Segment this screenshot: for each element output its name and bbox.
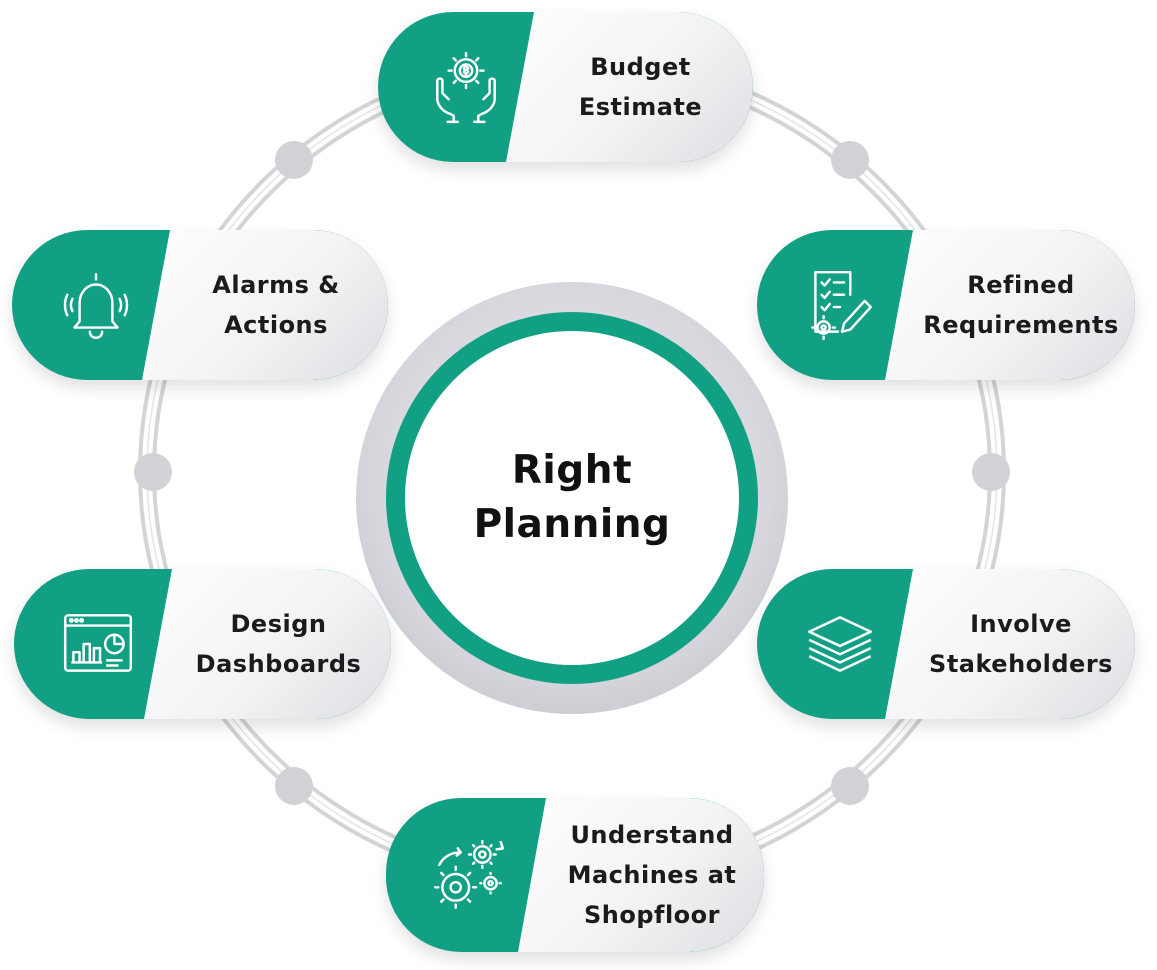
step-label: Refined Requirements <box>923 271 1119 339</box>
step-budget-estimate: Budget Estimate <box>378 12 753 162</box>
step-design-dashboards: Design Dashboards <box>14 569 391 719</box>
hands-gear-dollar-icon <box>436 51 496 124</box>
ring-node <box>972 453 1010 491</box>
step-label: Understand Machines at Shopfloor <box>567 821 737 929</box>
step-involve-stakeholders: Involve Stakeholders <box>757 569 1135 719</box>
ring-node <box>831 141 869 179</box>
ring-node <box>275 141 313 179</box>
ring-node <box>831 767 869 805</box>
gears-icon <box>433 839 505 910</box>
checklist-pen-icon <box>811 270 872 341</box>
center-hub: Right Planning <box>405 331 739 665</box>
ring-node <box>134 453 172 491</box>
dashboard-chart-icon <box>63 614 133 672</box>
step-label: Alarms & Actions <box>212 271 340 339</box>
step-label: Budget Estimate <box>578 53 703 121</box>
step-alarms-actions: Alarms & Actions <box>12 230 388 380</box>
ring-node <box>275 767 313 805</box>
step-refined-requirements: Refined Requirements <box>757 230 1135 380</box>
center-title: Right Planning <box>473 448 671 547</box>
step-label: Involve Stakeholders <box>929 610 1113 678</box>
step-understand-machines: Understand Machines at Shopfloor <box>386 798 764 952</box>
bell-ringing-icon <box>63 273 129 340</box>
layers-icon <box>808 616 872 672</box>
step-label: Design Dashboards <box>195 610 362 678</box>
